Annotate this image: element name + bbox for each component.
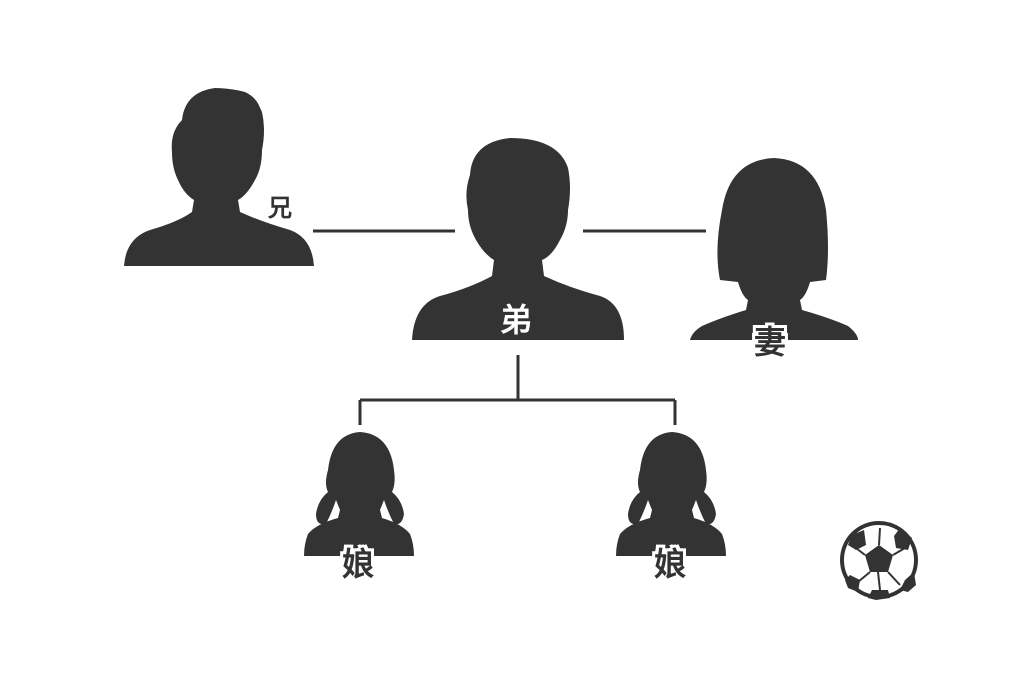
younger-brother-label: 弟 (500, 301, 533, 339)
wife-label: 妻 (754, 323, 787, 361)
daughter-left-label: 娘 (342, 545, 375, 583)
older-brother-label: 兄 (268, 194, 292, 222)
soccer-ball-icon (840, 521, 918, 600)
male-silhouette-icon (124, 88, 314, 266)
connector-lines (313, 229, 706, 425)
male-silhouette-icon (412, 138, 624, 340)
girl-silhouette-icon (304, 432, 414, 556)
daughter-right-label: 娘 (654, 545, 687, 583)
girl-silhouette-icon (616, 432, 726, 556)
female-silhouette-icon (690, 158, 858, 340)
